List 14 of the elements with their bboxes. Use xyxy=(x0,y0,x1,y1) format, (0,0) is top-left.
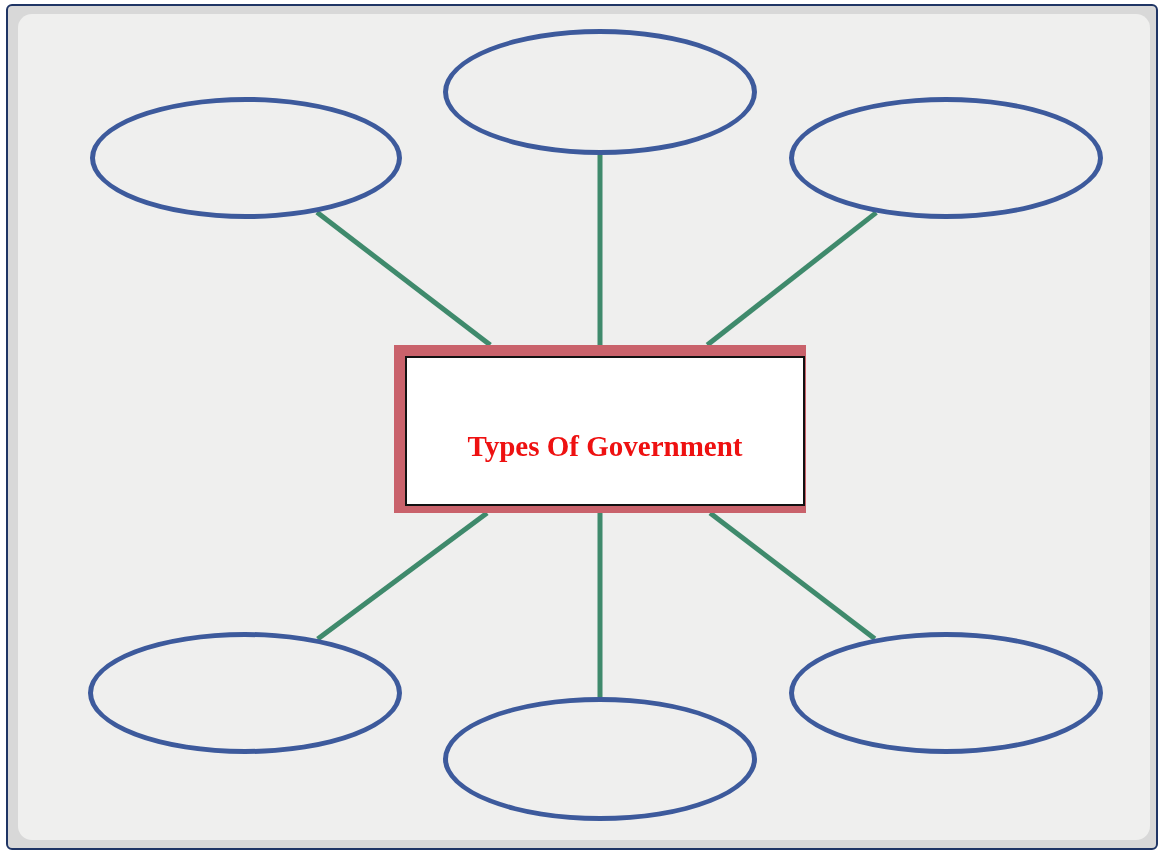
topic-box xyxy=(394,345,806,513)
connector-line xyxy=(315,210,492,347)
connector-line xyxy=(705,210,878,347)
connector-line xyxy=(597,513,603,697)
connector-line xyxy=(597,155,603,345)
empty-oval xyxy=(443,697,757,821)
empty-oval xyxy=(88,632,402,754)
empty-oval xyxy=(90,97,402,219)
connector-line xyxy=(316,511,489,641)
empty-oval xyxy=(443,29,757,155)
connector-line xyxy=(708,511,877,641)
topic-title: Types Of Government xyxy=(467,428,743,463)
empty-oval xyxy=(789,97,1103,219)
empty-oval xyxy=(789,632,1103,754)
